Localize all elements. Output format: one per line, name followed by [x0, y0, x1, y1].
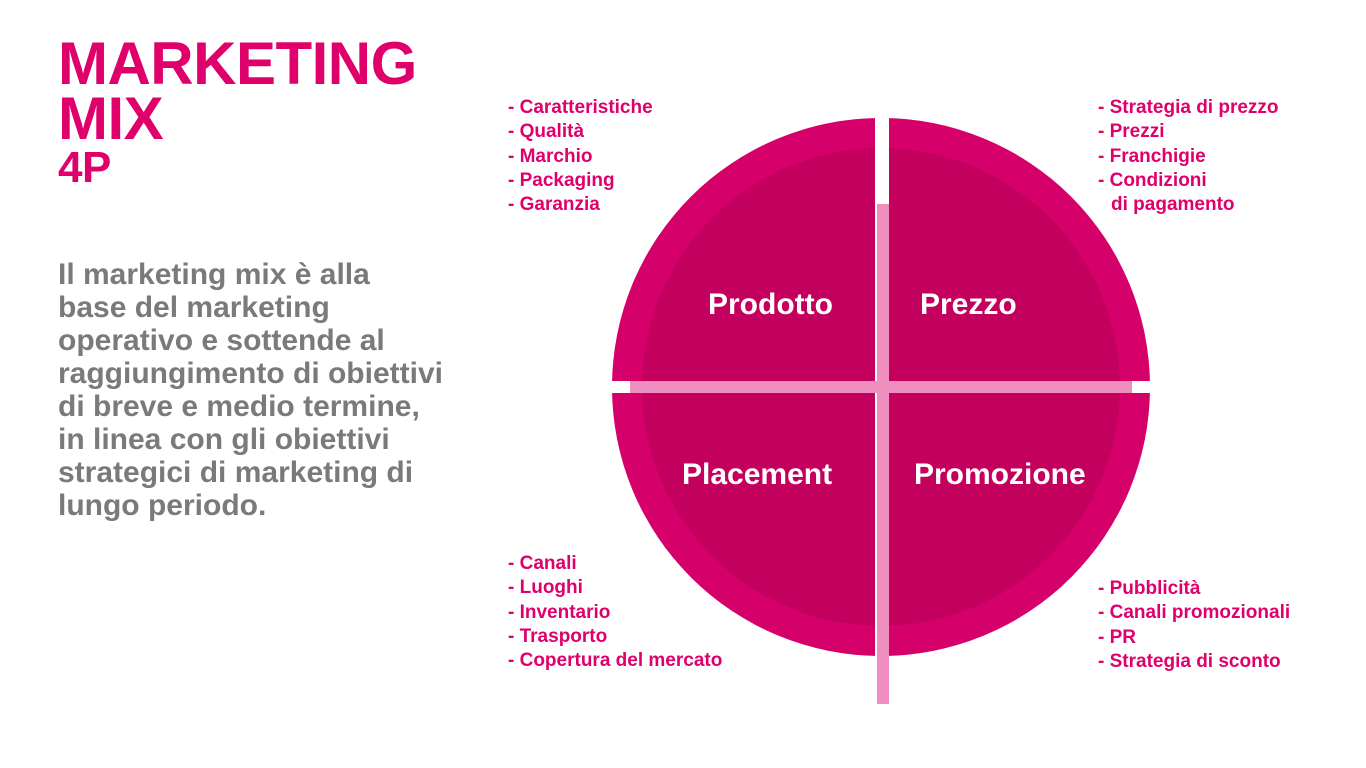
- list-item: - Condizioni: [1098, 169, 1207, 191]
- list-item: - Strategia di sconto: [1098, 650, 1281, 672]
- title-line-3: 4P: [58, 143, 111, 193]
- divider-notch-right: [1132, 381, 1156, 393]
- horizontal-divider: [628, 381, 1134, 393]
- quadrant-product[interactable]: [612, 118, 875, 381]
- title-block: MARKETING MIX 4P: [58, 30, 458, 193]
- divider-notch-top: [877, 116, 889, 204]
- circle-quadrants: Prodotto Prezzo Placement Promozione: [608, 116, 1156, 760]
- quadrant-placement[interactable]: [612, 393, 875, 656]
- quadrant-label-product: Prodotto: [708, 288, 833, 321]
- list-item-continuation: di pagamento: [1111, 194, 1235, 216]
- quadrant-label-placement: Placement: [682, 458, 833, 491]
- list-item: - Trasporto: [508, 625, 608, 647]
- divider-notch-left: [608, 381, 630, 393]
- list-item: - Pubblicità: [1098, 578, 1201, 599]
- list-item: - Luoghi: [508, 577, 583, 599]
- list-item: - Canali promozionali: [1098, 602, 1291, 624]
- list-promotion-attributes: - Pubblicità - Canali promozionali - PR …: [1098, 577, 1290, 674]
- page-title: MARKETING MIX 4P: [58, 30, 458, 193]
- list-placement-attributes: - Canali - Luoghi - Inventario - Traspor…: [508, 552, 722, 674]
- list-item: - Packaging: [508, 169, 615, 191]
- quadrant-label-promotion: Promozione: [914, 458, 1086, 491]
- list-item: - Caratteristiche: [508, 97, 653, 118]
- list-item: - Prezzi: [1098, 121, 1165, 143]
- quadrant-product-inner-disc: [642, 148, 875, 381]
- title-line-1: MARKETING: [58, 30, 417, 97]
- list-price-attributes: - Strategia di prezzo - Prezzi - Franchi…: [1098, 96, 1279, 218]
- list-item: - Canali: [508, 553, 577, 574]
- marketing-mix-circle-diagram: Prodotto Prezzo Placement Promozione: [608, 116, 1156, 760]
- quadrant-label-price: Prezzo: [920, 288, 1017, 321]
- list-item: - Franchigie: [1098, 145, 1206, 167]
- list-item: - Copertura del mercato: [508, 650, 723, 672]
- description-paragraph: Il marketing mix è alla base del marketi…: [58, 258, 443, 522]
- quadrant-price-inner-disc: [887, 148, 1120, 381]
- quadrant-price[interactable]: [887, 118, 1150, 381]
- list-item: - Qualità: [508, 121, 585, 143]
- title-line-2: MIX: [58, 85, 164, 153]
- vertical-divider: [877, 202, 889, 708]
- list-item: - Marchio: [508, 145, 593, 167]
- quadrant-promotion[interactable]: [887, 393, 1150, 656]
- list-item: - Inventario: [508, 601, 611, 623]
- list-item: - Strategia di prezzo: [1098, 97, 1279, 118]
- list-product-attributes: - Caratteristiche - Qualità - Marchio - …: [508, 96, 653, 218]
- divider-notch-bottom: [877, 704, 889, 760]
- list-item: - Garanzia: [508, 194, 600, 216]
- list-item: - PR: [1098, 626, 1136, 648]
- quadrant-promotion-inner-disc: [887, 393, 1120, 626]
